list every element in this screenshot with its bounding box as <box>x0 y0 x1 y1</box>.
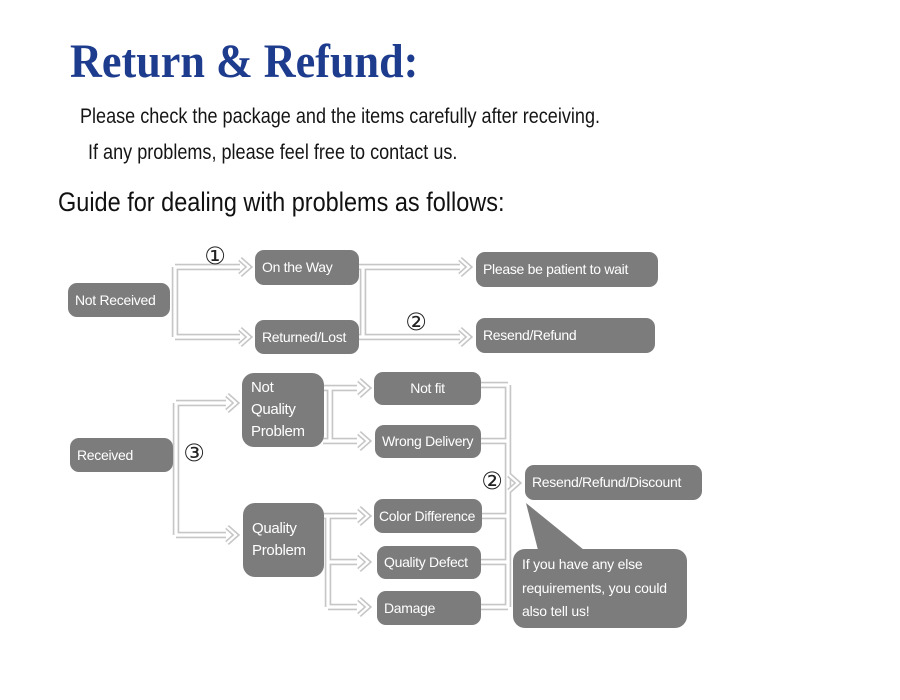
step-marker-1: ① <box>204 242 226 270</box>
node-please-be-patient: Please be patient to wait <box>476 252 658 287</box>
node-not-quality-problem: Not Quality Problem <box>242 373 324 447</box>
page-title: Return & Refund: <box>70 35 419 88</box>
node-on-the-way: On the Way <box>255 250 359 285</box>
guide-heading: Guide for dealing with problems as follo… <box>58 187 505 217</box>
step-marker-2-bottom: ② <box>481 467 503 495</box>
node-received: Received <box>70 438 173 472</box>
speech-bubble-tail <box>526 503 584 550</box>
note-speech-bubble: If you have any else requirements, you c… <box>513 549 687 628</box>
node-quality-defect: Quality Defect <box>377 546 481 579</box>
node-resend-refund: Resend/Refund <box>476 318 655 353</box>
node-quality-problem: Quality Problem <box>243 503 324 577</box>
node-resend-refund-discount: Resend/Refund/Discount <box>525 465 702 500</box>
intro-line-1: Please check the package and the items c… <box>80 105 601 128</box>
node-color-difference: Color Difference <box>374 499 482 533</box>
node-wrong-delivery: Wrong Delivery <box>375 425 481 458</box>
node-not-fit: Not fit <box>374 372 481 405</box>
step-marker-3: ③ <box>183 439 205 467</box>
node-not-received: Not Received <box>68 283 170 317</box>
intro-line-2: If any problems, please feel free to con… <box>88 141 458 164</box>
node-damage: Damage <box>377 591 481 625</box>
node-returned-lost: Returned/Lost <box>255 320 359 354</box>
step-marker-2-top: ② <box>405 308 427 336</box>
